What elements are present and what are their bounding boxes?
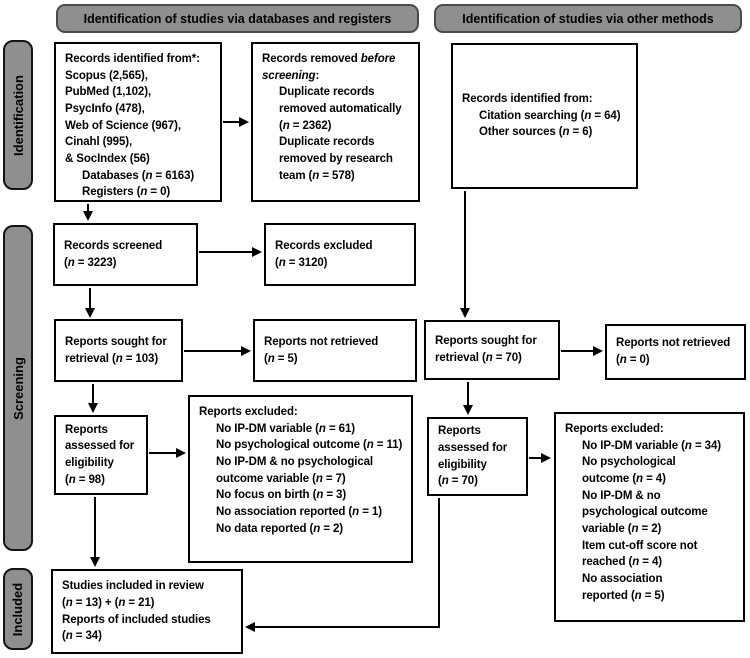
reports-not-retrieved-databases-box: Reports not retrieved (n = 5) [253, 319, 417, 382]
text-line: No data reported (n = 2) [216, 522, 344, 535]
reports-excluded-other-box: Reports excluded: No IP-DM variable (n = … [554, 412, 745, 622]
header-other-methods: Identification of studies via other meth… [434, 4, 742, 33]
text-line: & SocIndex (56) [65, 153, 150, 166]
text-line: No psychological [582, 456, 676, 469]
text-line: retrieval (n = 103) [65, 352, 159, 365]
text-line: No focus on birth (n = 3) [216, 489, 347, 502]
text-line: removed automatically [279, 103, 402, 116]
records-screened-box: Records screened (n = 3223) [53, 223, 198, 286]
text-line: Reports excluded: [565, 423, 664, 435]
text-line: Records screened [64, 239, 163, 252]
text-line: reached (n = 4) [582, 556, 663, 569]
text-line: Scopus (2,565), [65, 69, 148, 82]
text-line: screening: [262, 69, 320, 82]
text-line: Reports [65, 423, 108, 436]
text-line: No association [582, 573, 663, 586]
text-line: No psychological outcome (n = 11) [216, 439, 403, 452]
header-other-methods-label: Identification of studies via other meth… [462, 11, 714, 26]
text-line: (n = 13) + (n = 21) [62, 596, 155, 609]
text-line: No IP-DM & no [582, 489, 661, 502]
header-databases-registers-label: Identification of studies via databases … [83, 11, 392, 26]
phase-label-identification: Identification [3, 40, 33, 190]
text-line: assessed for [438, 441, 508, 454]
header-databases-registers: Identification of studies via databases … [56, 4, 419, 33]
text-line: outcome variable (n = 7) [216, 472, 346, 485]
text-line: Reports of included studies [62, 613, 211, 626]
text-line: Records excluded [275, 239, 373, 252]
text-line: assessed for [65, 440, 135, 453]
phase-label-included: Included [3, 568, 33, 650]
text-line: Cinahl (995), [65, 136, 133, 149]
text-line: Duplicate records [279, 136, 375, 149]
text-line: No IP-DM variable (n = 34) [582, 439, 721, 452]
records-removed-before-screening-box: Records removed before screening: Duplicat… [251, 42, 420, 202]
records-identified-databases-box: Records identified from*: Scopus (2,565),… [54, 42, 222, 202]
text-line: (n = 34) [62, 630, 102, 643]
text-line: (n = 98) [65, 473, 105, 486]
text-line: Reports not retrieved [264, 335, 379, 348]
text-line: No association reported (n = 1) [216, 506, 382, 519]
text-line: Web of Science (967), [65, 119, 181, 132]
phase-label-screening: Screening [3, 225, 33, 551]
text-line: outcome (n = 4) [582, 473, 666, 486]
text-line: Reports excluded: [199, 406, 298, 418]
text-line: psychological outcome [582, 506, 708, 519]
text-line: Citation searching (n = 64) [479, 109, 621, 122]
text-line: Reports not retrieved [616, 337, 731, 350]
reports-assessed-databases-box: Reports assessed for eligibility (n = 98) [54, 415, 148, 495]
text-line: removed by research [279, 153, 393, 166]
text-line: eligibility [65, 457, 114, 469]
text-line: team (n = 578) [279, 169, 355, 182]
text-line: Records removed before [262, 53, 396, 65]
text-line: Item cut-off score not [582, 539, 698, 552]
reports-sought-databases-box: Reports sought for retrieval (n = 103) [54, 319, 183, 382]
text-line: (n = 2362) [279, 119, 332, 132]
text-line: Reports sought for [65, 335, 167, 348]
text-line: Registers (n = 0) [82, 186, 171, 199]
text-line: eligibility [438, 458, 487, 471]
reports-assessed-other-box: Reports assessed for eligibility (n = 70) [427, 417, 528, 496]
text-line: Reports [438, 425, 481, 438]
text-line: No IP-DM variable (n = 61) [216, 422, 355, 435]
text-line: Records identified from: [462, 92, 593, 105]
records-identified-other-box: Records identified from: Citation searchi… [451, 43, 638, 189]
text-line: Studies included in review [62, 580, 204, 593]
reports-excluded-databases-box: Reports excluded: No IP-DM variable (n = … [188, 395, 413, 563]
text-line: PsycInfo (478), [65, 103, 145, 116]
text-line: No IP-DM & no psychological [216, 456, 374, 469]
text-line: Records identified from*: [65, 53, 200, 65]
text-line: variable (n = 2) [582, 523, 662, 536]
studies-included-box: Studies included in review (n = 13) + (n … [51, 569, 243, 654]
text-line: (n = 3120) [275, 256, 328, 269]
text-line: (n = 3223) [64, 256, 117, 269]
text-line: retrieval (n = 70) [435, 352, 522, 364]
text-line: (n = 0) [616, 354, 650, 366]
text-line: Reports sought for [435, 335, 537, 348]
text-line: Other sources (n = 6) [479, 126, 593, 139]
records-excluded-box: Records excluded (n = 3120) [264, 223, 416, 286]
reports-sought-other-box: Reports sought for retrieval (n = 70) [424, 320, 560, 380]
text-line: (n = 5) [264, 352, 298, 365]
text-line: Duplicate records [279, 86, 375, 99]
text-line: PubMed (1,102), [65, 86, 152, 99]
text-line: (n = 70) [438, 475, 478, 488]
reports-not-retrieved-other-box: Reports not retrieved (n = 0) [605, 324, 746, 380]
text-line: Databases (n = 6163) [82, 169, 195, 182]
text-line: reported (n = 5) [582, 589, 665, 602]
